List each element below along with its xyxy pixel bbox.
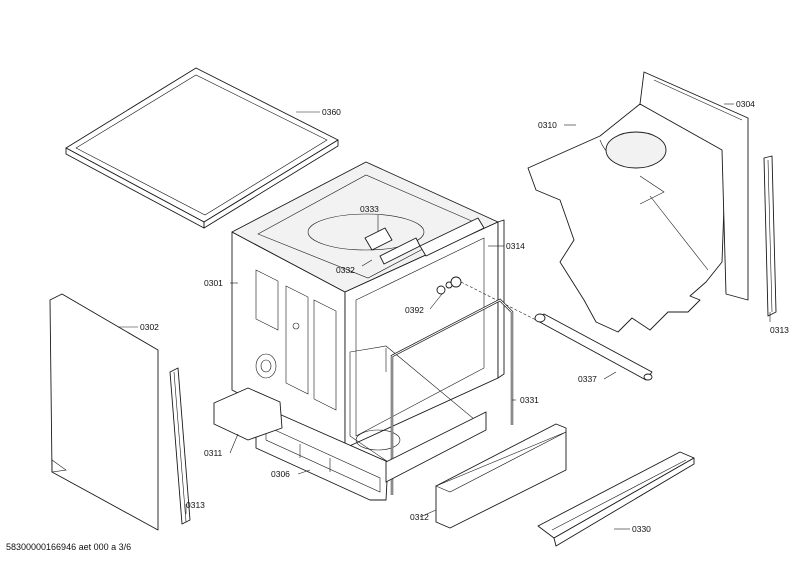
- callout-0306: 0306: [271, 469, 290, 479]
- part-top-cover[interactable]: [65, 67, 339, 229]
- callout-0313-right: 0313: [770, 325, 789, 335]
- part-base-cover-left[interactable]: [213, 387, 283, 441]
- part-base-cover-front[interactable]: [435, 423, 567, 529]
- callout-0392: 0392: [405, 305, 424, 315]
- callout-0314: 0314: [506, 241, 525, 251]
- part-rod[interactable]: [534, 313, 653, 381]
- callout-0302: 0302: [140, 322, 159, 332]
- leader-lines: [118, 103, 771, 530]
- part-insulation-mat[interactable]: [527, 103, 727, 333]
- callout-0331: 0331: [520, 395, 539, 405]
- callout-0360: 0360: [322, 107, 341, 117]
- part-side-panel-left[interactable]: [49, 293, 159, 531]
- callout-0333: 0333: [360, 204, 379, 214]
- part-side-strip-right[interactable]: [763, 155, 777, 317]
- part-valve-fittings[interactable]: [436, 276, 541, 323]
- callout-0337: 0337: [578, 374, 597, 384]
- callout-0311: 0311: [204, 448, 223, 458]
- callout-0330: 0330: [632, 524, 651, 534]
- part-side-strip-left[interactable]: [169, 367, 191, 525]
- callout-0313-left: 0313: [186, 500, 205, 510]
- part-bottom-rail[interactable]: [537, 451, 695, 547]
- callout-0304: 0304: [736, 99, 755, 109]
- part-door-seal-frame[interactable]: [390, 298, 514, 495]
- callout-0301: 0301: [204, 278, 223, 288]
- part-rear-panel[interactable]: [639, 71, 749, 301]
- callout-0310: 0310: [538, 120, 557, 130]
- callout-labels: 0360 0310 0304 0333 0314 0332 0301 0392 …: [140, 99, 789, 534]
- callout-0332: 0332: [336, 265, 355, 275]
- callout-0312: 0312: [410, 512, 429, 522]
- document-code: 58300000166946 aet 000 a 3/6: [6, 542, 132, 552]
